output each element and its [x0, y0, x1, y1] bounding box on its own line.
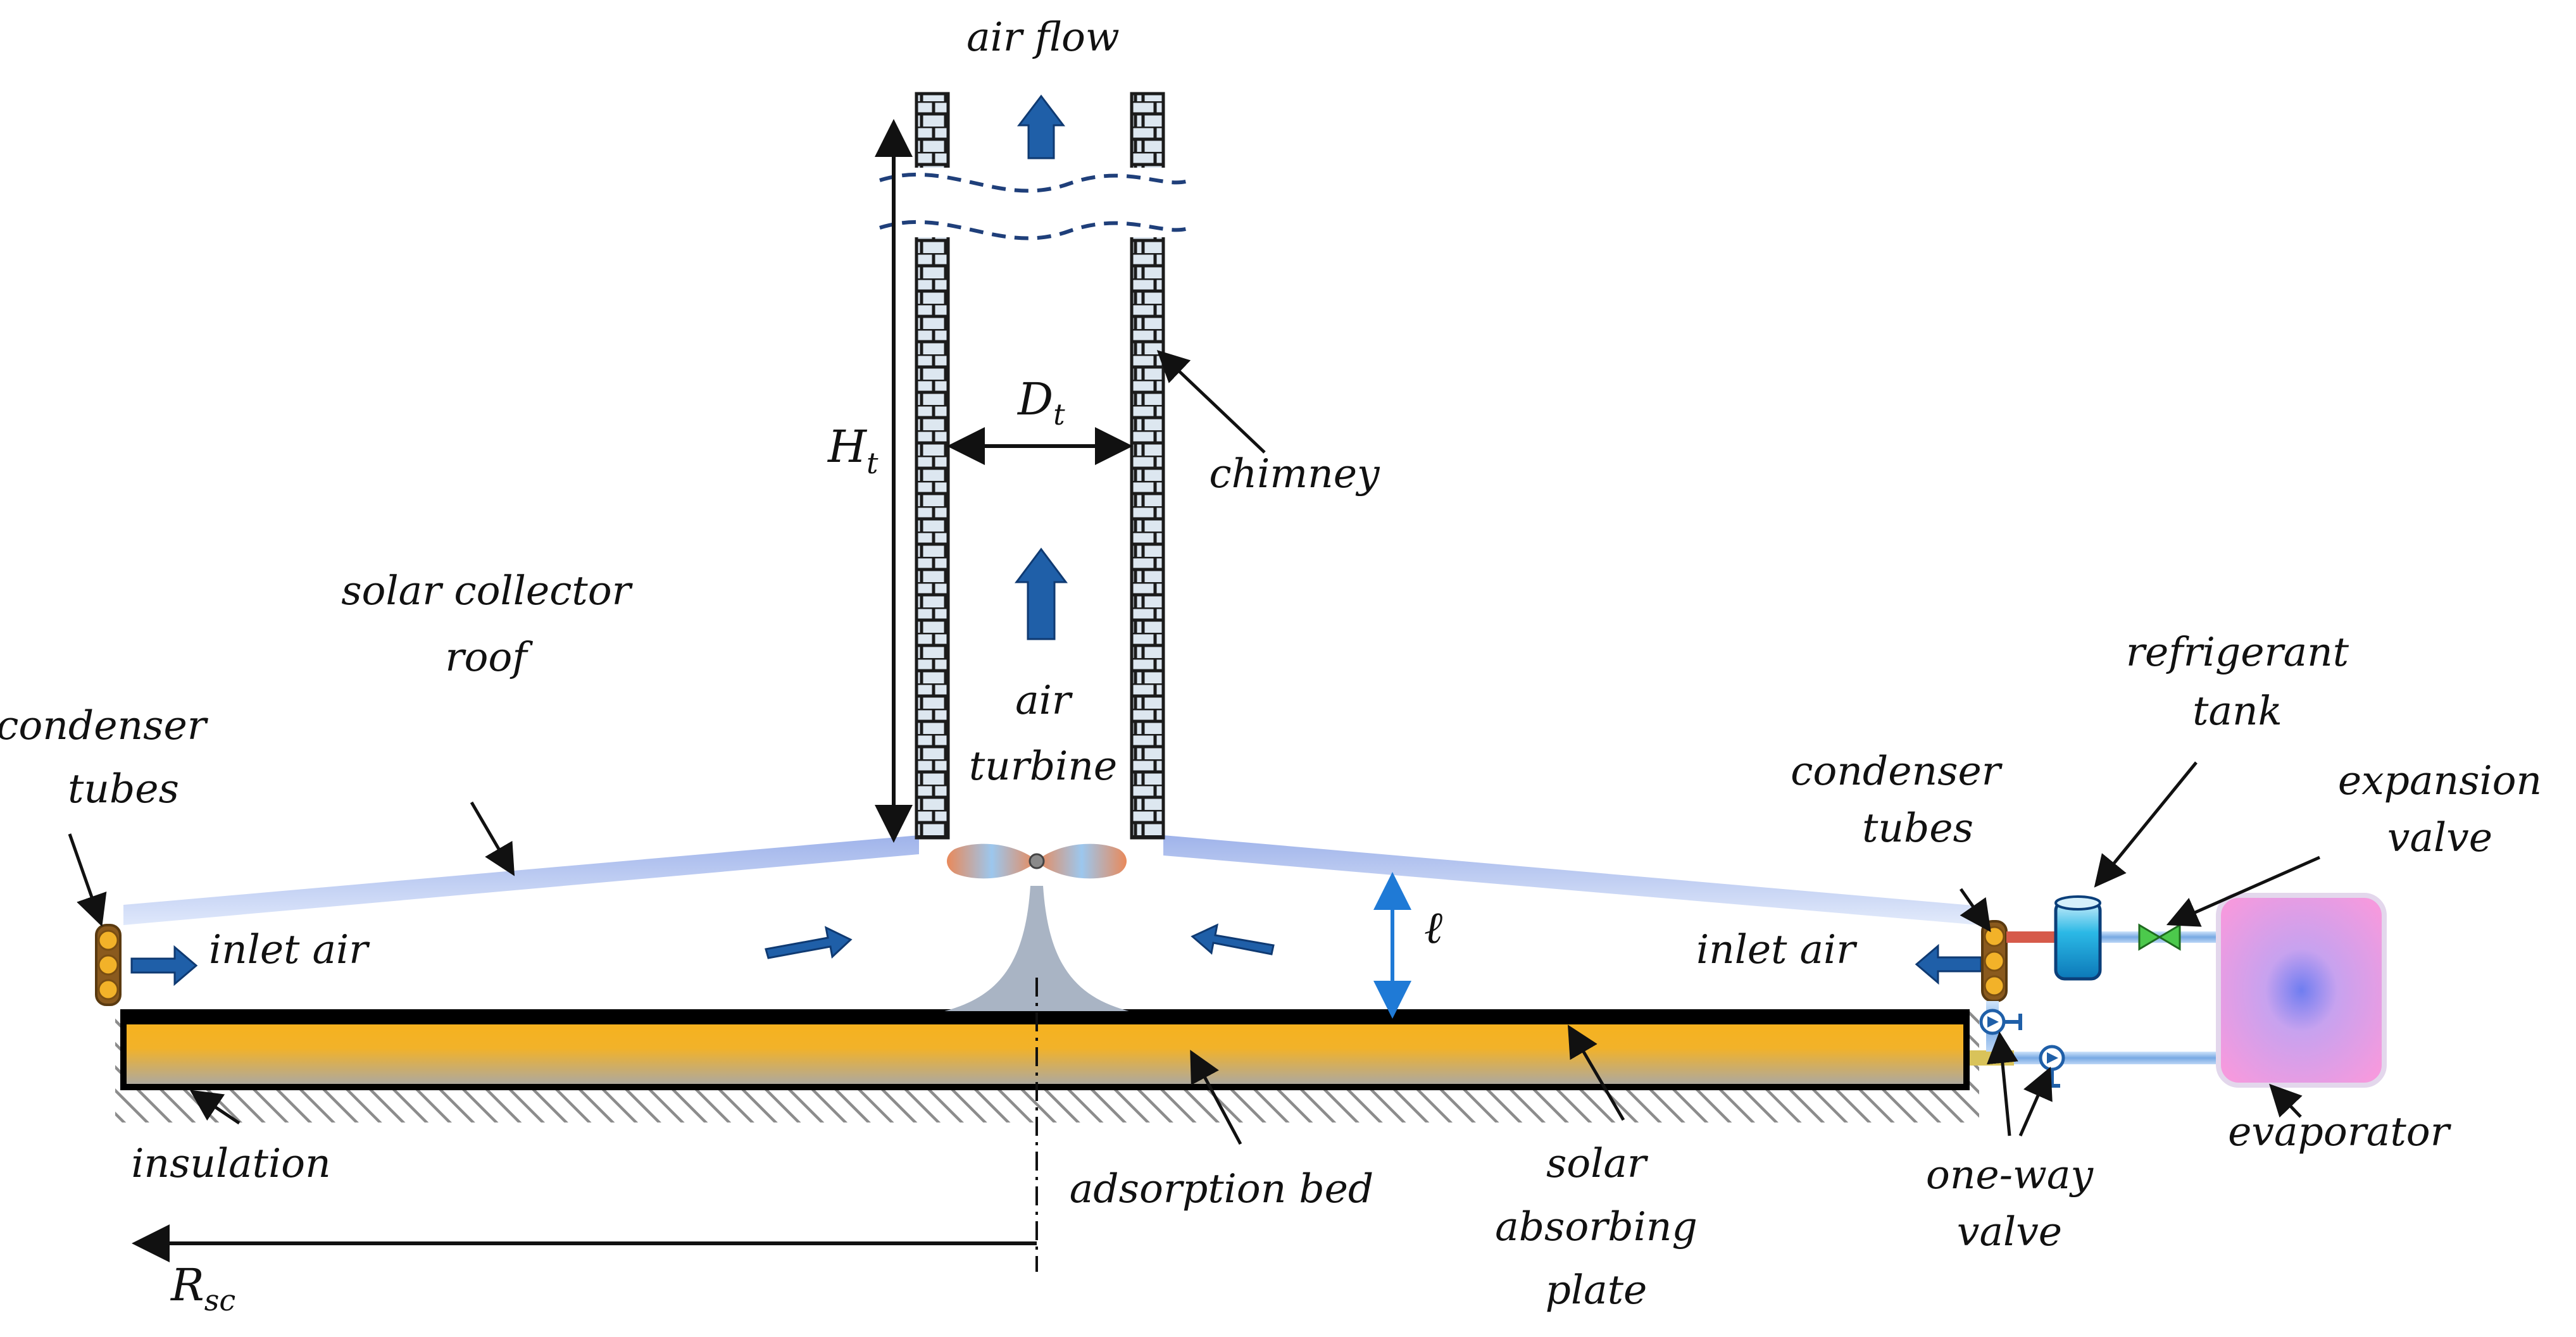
condenser-tubes-left	[95, 924, 122, 1006]
flow-arrow-mid-left	[765, 926, 853, 959]
label-inlet-air-left: inlet air	[209, 926, 370, 973]
leader-condenser-right	[1959, 888, 1991, 933]
label-adsorption-bed: adsorption bed	[1070, 1166, 1374, 1212]
label-expansion-valve-line2: valve	[2387, 814, 2492, 861]
flow-arrow-up-center	[1015, 547, 1068, 640]
label-gap-height: ℓ	[1424, 902, 1442, 954]
refrigerant-tank	[2054, 895, 2102, 981]
pipe-bed-stub	[1970, 1050, 2014, 1066]
leader-chimney	[1156, 350, 1266, 454]
label-one-way-valve-line2: valve	[1957, 1209, 2062, 1255]
leader-roof	[470, 801, 515, 876]
label-solar-collector-roof-line1: solar collector	[341, 568, 633, 614]
label-collector-radius: Rsc	[170, 1259, 235, 1317]
label-solar-collector-roof-line2: roof	[445, 634, 533, 680]
flow-arrow-up-top	[1016, 94, 1066, 159]
flow-arrow-inlet-right	[1915, 943, 1982, 985]
air-turbine	[947, 843, 1127, 879]
pipe-bed-to-evaporator	[1970, 1052, 2222, 1064]
leader-refrigerant-tank	[2094, 761, 2198, 888]
label-air-flow: air flow	[966, 14, 1120, 60]
solar-collector-roof-right	[1163, 835, 1980, 925]
label-air-turbine-line1: air	[1015, 677, 1073, 723]
leader-expansion-valve	[2166, 855, 2321, 927]
chimney-break-line-bottom	[879, 220, 1191, 240]
label-solar-absorbing-plate-line1: solar	[1546, 1140, 1649, 1186]
label-condenser-tubes-left-line1: condenser	[0, 702, 209, 749]
label-condenser-tubes-right-line1: condenser	[1791, 748, 2003, 794]
adsorption-bed	[120, 1013, 1970, 1090]
flow-arrow-inlet-left	[130, 945, 198, 986]
one-way-valve-upper	[1979, 1009, 2022, 1035]
label-refrigerant-tank-line1: refrigerant	[2126, 629, 2349, 675]
leader-insulation	[189, 1090, 241, 1125]
label-evaporator: evaporator	[2228, 1109, 2452, 1155]
label-chimney: chimney	[1209, 451, 1380, 497]
leader-condenser-left	[68, 833, 107, 927]
label-condenser-tubes-left-line2: tubes	[68, 766, 179, 812]
chimney-break-line-top	[879, 172, 1191, 193]
label-refrigerant-tank-line2: tank	[2192, 688, 2282, 734]
label-height: Ht	[827, 421, 878, 480]
leader-valve-lower	[2018, 1066, 2053, 1137]
pipe-condenser-to-tank	[2006, 931, 2057, 943]
label-one-way-valve-line1: one-way	[1926, 1152, 2094, 1198]
turbine-support	[944, 886, 1129, 1011]
label-air-turbine-line2: turbine	[969, 743, 1117, 789]
evaporator	[2216, 893, 2387, 1088]
condenser-tubes-right	[1981, 920, 2008, 1002]
leader-evaporator	[2269, 1083, 2303, 1118]
label-condenser-tubes-right-line2: tubes	[1862, 805, 1973, 851]
label-solar-absorbing-plate-line3: plate	[1546, 1267, 1648, 1313]
label-inlet-air-right: inlet air	[1696, 926, 1858, 973]
leader-absorbing-plate	[1567, 1024, 1625, 1121]
expansion-valve	[2138, 923, 2181, 951]
label-diameter: Dt	[1016, 373, 1065, 432]
leader-valve-upper	[1986, 1031, 2018, 1136]
label-expansion-valve-line1: expansion	[2338, 757, 2542, 804]
chimney	[873, 92, 1203, 840]
label-solar-absorbing-plate-line2: absorbing	[1495, 1203, 1698, 1250]
leader-adsorption-bed	[1190, 1050, 1242, 1145]
label-insulation: insulation	[131, 1140, 330, 1186]
solar-collector-roof-left	[123, 835, 919, 925]
flow-arrow-mid-right	[1191, 923, 1275, 955]
solar-absorbing-plate	[120, 1009, 1970, 1024]
